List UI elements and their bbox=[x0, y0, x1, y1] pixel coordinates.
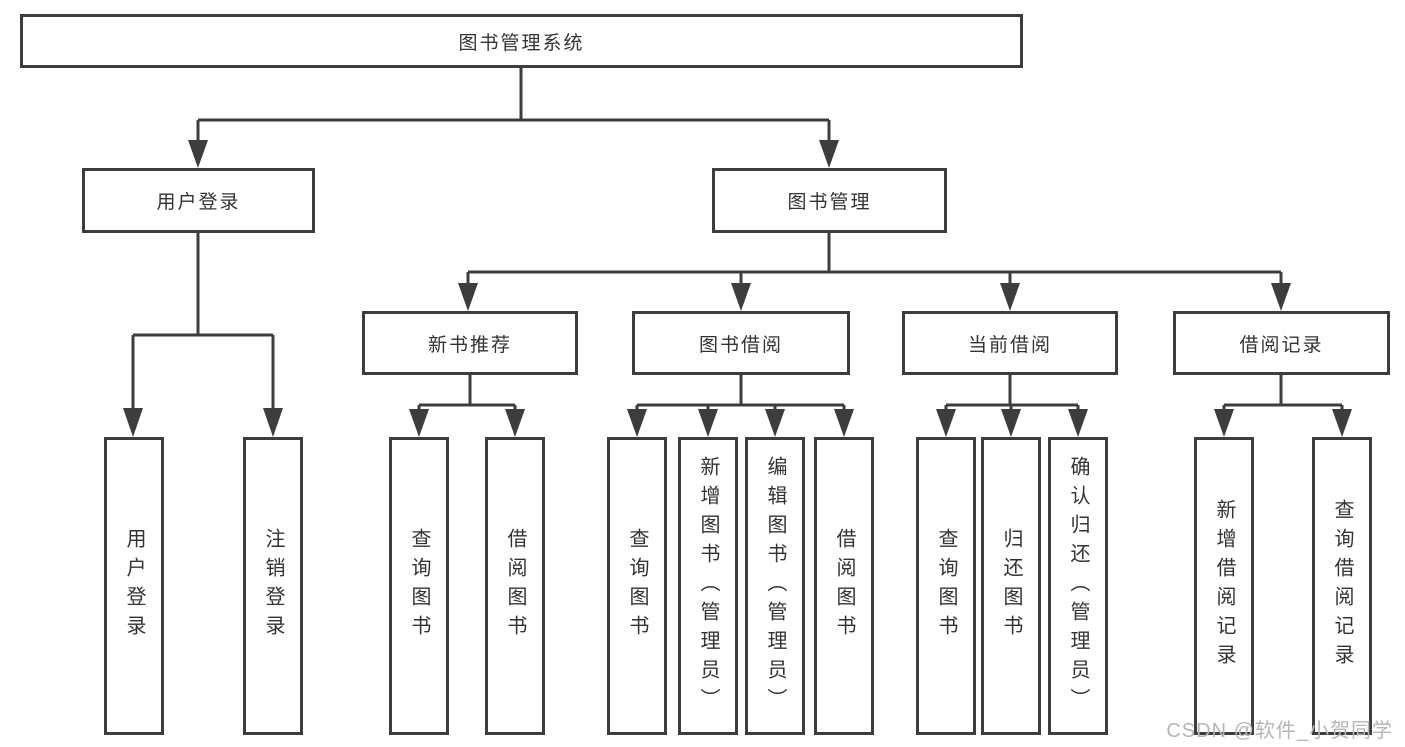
connector-borrow-record-children bbox=[1214, 375, 1352, 437]
leaf-borrow-borrow-books: 借阅图书 bbox=[814, 437, 874, 735]
node-current-borrow-label: 当前借阅 bbox=[967, 334, 1052, 356]
leaf-current-confirm-return-admin-label: 确认归还（管理员） bbox=[1067, 455, 1089, 717]
node-book-management: 图书管理 bbox=[712, 168, 947, 233]
leaf-record-add-borrow-record: 新增借阅记录 bbox=[1194, 437, 1254, 735]
leaf-current-return-books: 归还图书 bbox=[981, 437, 1041, 735]
connector-user-login-children bbox=[123, 233, 283, 437]
node-root-system: 图书管理系统 bbox=[20, 14, 1023, 68]
leaf-borrow-query-books: 查询图书 bbox=[607, 437, 667, 735]
connector-book-borrow-children bbox=[627, 375, 854, 437]
node-borrow-record-label: 借阅记录 bbox=[1239, 334, 1324, 356]
leaf-borrow-add-books-admin: 新增图书（管理员） bbox=[678, 437, 738, 735]
leaf-user-login: 用户登录 bbox=[104, 437, 164, 735]
node-book-borrow: 图书借阅 bbox=[632, 311, 850, 375]
leaf-current-return-books-label: 归还图书 bbox=[1000, 528, 1022, 644]
leaf-current-confirm-return-admin: 确认归还（管理员） bbox=[1048, 437, 1108, 735]
leaf-newbook-borrow-books-label: 借阅图书 bbox=[504, 528, 526, 644]
csdn-watermark: CSDN @软件_小贺同学 bbox=[1166, 720, 1393, 742]
leaf-newbook-borrow-books: 借阅图书 bbox=[485, 437, 545, 735]
leaf-borrow-edit-books-admin: 编辑图书（管理员） bbox=[745, 437, 805, 735]
leaf-newbook-query-books-label: 查询图书 bbox=[408, 528, 430, 644]
leaf-user-login-label: 用户登录 bbox=[123, 528, 145, 644]
node-new-book-recommend-label: 新书推荐 bbox=[427, 334, 512, 356]
connector-root-to-level2 bbox=[188, 68, 839, 168]
leaf-current-query-books-label: 查询图书 bbox=[935, 528, 957, 644]
leaf-logout: 注销登录 bbox=[243, 437, 303, 735]
connector-book-mgmt-to-level3 bbox=[458, 233, 1291, 311]
node-current-borrow: 当前借阅 bbox=[902, 311, 1118, 375]
leaf-borrow-query-books-label: 查询图书 bbox=[626, 528, 648, 644]
leaf-borrow-edit-books-admin-label: 编辑图书（管理员） bbox=[764, 455, 786, 717]
leaf-record-query-borrow-record-label: 查询借阅记录 bbox=[1331, 499, 1353, 673]
leaf-borrow-add-books-admin-label: 新增图书（管理员） bbox=[697, 455, 719, 717]
leaf-current-query-books: 查询图书 bbox=[916, 437, 976, 735]
node-book-management-label: 图书管理 bbox=[787, 192, 872, 213]
leaf-record-query-borrow-record: 查询借阅记录 bbox=[1312, 437, 1372, 735]
leaf-borrow-borrow-books-label: 借阅图书 bbox=[833, 528, 855, 644]
node-borrow-record: 借阅记录 bbox=[1173, 311, 1390, 375]
node-user-login-label: 用户登录 bbox=[156, 192, 241, 213]
leaf-logout-label: 注销登录 bbox=[262, 528, 284, 644]
node-book-borrow-label: 图书借阅 bbox=[698, 334, 783, 356]
leaf-record-add-borrow-record-label: 新增借阅记录 bbox=[1213, 499, 1235, 673]
leaf-newbook-query-books: 查询图书 bbox=[389, 437, 449, 735]
node-root-label: 图书管理系统 bbox=[458, 32, 585, 54]
connector-new-book-children bbox=[409, 375, 525, 437]
connector-current-borrow-children bbox=[936, 375, 1088, 437]
node-user-login: 用户登录 bbox=[82, 168, 315, 233]
node-new-book-recommend: 新书推荐 bbox=[362, 311, 578, 375]
